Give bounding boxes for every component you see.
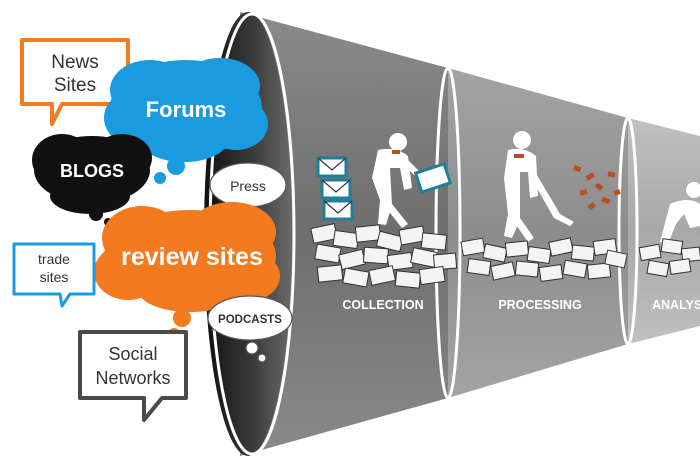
- bubble-forums: Forums: [104, 58, 268, 184]
- rim-divider-2: [617, 116, 639, 346]
- trade-sites-label-2: sites: [40, 269, 69, 285]
- stage-label-analysis: ANALYS: [652, 298, 700, 312]
- processing-illustration: [460, 131, 628, 283]
- rim-divider-1: [434, 66, 462, 400]
- envelope-icon: [316, 156, 348, 178]
- bubble-podcasts: PODCASTS: [207, 295, 293, 363]
- bubble-trade-sites: trade sites: [12, 242, 96, 308]
- envelope-pile-collection: [310, 223, 458, 289]
- worker-figure-collection: [372, 133, 424, 228]
- envelope-icon: [322, 199, 354, 221]
- envelope-icon: [413, 161, 453, 195]
- bubble-blogs: BLOGS: [32, 134, 152, 226]
- envelope-icon: [320, 178, 352, 200]
- news-sites-label-1: News: [51, 52, 99, 73]
- envelope-pile-processing: [460, 237, 628, 283]
- bubble-review-sites: review sites: [94, 202, 280, 340]
- podcasts-label: PODCASTS: [218, 314, 282, 326]
- news-sites-label-2: Sites: [54, 75, 96, 96]
- analysis-illustration: [638, 182, 700, 278]
- stage-label-collection: COLLECTION: [342, 298, 423, 312]
- bubble-news-sites: News Sites: [20, 38, 130, 126]
- social-networks-label-2: Networks: [95, 368, 170, 388]
- review-sites-label: review sites: [121, 243, 263, 271]
- bubble-press: Press: [209, 162, 287, 231]
- collection-illustration: [310, 133, 458, 289]
- press-label: Press: [230, 178, 266, 194]
- trade-sites-label-1: trade: [38, 251, 70, 267]
- worker-figure-analysis: [660, 182, 700, 244]
- blogs-label: BLOGS: [60, 161, 124, 181]
- worker-figure-processing: [504, 131, 574, 242]
- envelope-pile-analysis: [638, 238, 700, 278]
- forums-label: Forums: [146, 97, 227, 122]
- funnel-segment-processing: [448, 68, 628, 398]
- shredded-fragments: [573, 165, 621, 211]
- stage-label-processing: PROCESSING: [498, 298, 581, 312]
- bubble-social-networks: Social Networks: [78, 330, 188, 422]
- social-networks-label-1: Social: [108, 344, 157, 364]
